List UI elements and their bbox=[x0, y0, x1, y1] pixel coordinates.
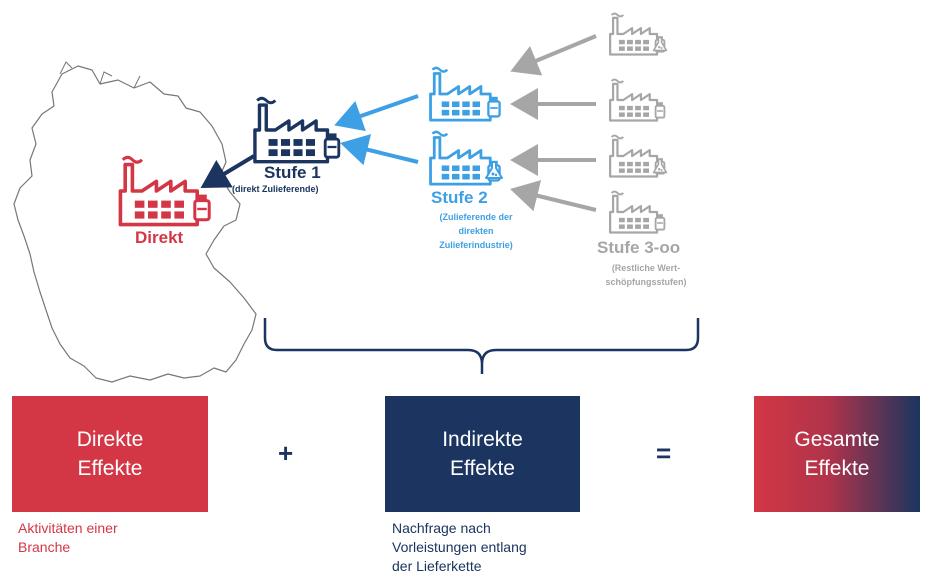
arrow-tier2a-to-tier1 bbox=[334, 94, 419, 132]
factory-icon bbox=[428, 66, 504, 122]
direct-effects-note: Aktivitäten einer Branche bbox=[18, 519, 118, 557]
box-line: Effekte bbox=[77, 457, 143, 480]
tier2-title: Stufe 2 bbox=[431, 188, 488, 207]
arrow-tier3a-to-tier2 bbox=[510, 34, 597, 76]
arrow-tier2b-to-tier1 bbox=[340, 134, 419, 166]
tier1-title: Stufe 1 bbox=[264, 163, 321, 182]
direct-effects-box: Direkte Effekte bbox=[12, 396, 208, 512]
curly-brace bbox=[263, 318, 700, 374]
box-line: Direkte bbox=[76, 428, 144, 451]
flask-icon bbox=[652, 36, 668, 52]
tier2-subtitle-line: direkten bbox=[458, 226, 494, 236]
box-line: Effekte bbox=[804, 457, 870, 480]
tier2-subtitle-line: Zulieferindustrie) bbox=[439, 240, 513, 250]
plus-operator: + bbox=[278, 438, 294, 468]
tier3-subtitle: (Restliche Wert- schöpfungsstufen) bbox=[584, 261, 708, 289]
box-line: Gesamte bbox=[794, 428, 880, 451]
equals-operator: = bbox=[656, 438, 672, 468]
total-effects-box: Gesamte Effekte bbox=[754, 396, 920, 512]
tier2-subtitle: (Zulieferende der direkten Zulieferindus… bbox=[408, 210, 544, 252]
tier3-title: Stufe 3-oo bbox=[597, 238, 681, 257]
flask-icon bbox=[484, 160, 504, 180]
indirect-effects-note: Nachfrage nach Vorleistungen entlang der… bbox=[392, 519, 527, 576]
note-line: Aktivitäten einer bbox=[18, 520, 118, 536]
tier1-subtitle: (direkt Zulieferende) bbox=[232, 184, 319, 194]
flask-icon bbox=[652, 158, 668, 174]
note-line: Vorleistungen entlang bbox=[392, 539, 527, 555]
indirect-effects-box: Indirekte Effekte bbox=[385, 396, 580, 512]
note-line: Nachfrage nach bbox=[392, 520, 491, 536]
factory-icon bbox=[608, 190, 668, 234]
factory-icon bbox=[118, 155, 214, 227]
arrow-tier1-to-direct bbox=[200, 154, 256, 189]
box-line: Effekte bbox=[449, 457, 515, 480]
direct-label: Direkt bbox=[135, 228, 184, 247]
note-line: Branche bbox=[18, 539, 71, 555]
factory-icon bbox=[252, 96, 344, 164]
tier3-subtitle-line: (Restliche Wert- bbox=[611, 263, 681, 273]
note-line: der Lieferkette bbox=[392, 558, 482, 574]
map-coast-detail bbox=[59, 61, 141, 89]
factory-icon bbox=[608, 78, 668, 122]
arrow-tier3d-to-tier2 bbox=[510, 180, 597, 212]
tier2-subtitle-line: (Zulieferende der bbox=[439, 212, 513, 222]
box-line: Indirekte bbox=[442, 428, 523, 451]
tier3-subtitle-line: schöpfungsstufen) bbox=[605, 277, 687, 287]
